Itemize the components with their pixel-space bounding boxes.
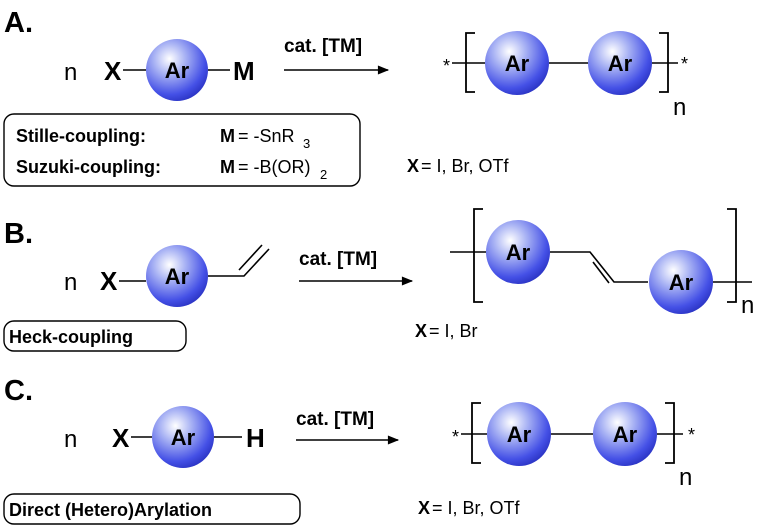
section-a-coupling-box: [3, 113, 361, 187]
section-a-product-ar-1: Ar: [505, 51, 530, 76]
section-a-product-sphere-2: [588, 31, 652, 95]
section-c-xdef-rest: = I, Br, OTf: [432, 498, 521, 518]
section-c-ar-sphere: [152, 406, 214, 468]
section-a-product-ar-2: Ar: [608, 51, 633, 76]
suzuki-sub: 2: [320, 167, 327, 182]
section-b-ar-sphere: [146, 245, 208, 307]
section-a-x: X: [104, 56, 122, 86]
section-b-n: n: [64, 269, 77, 296]
section-c-n: n: [64, 426, 77, 453]
section-b-vinyl-double: [238, 244, 263, 271]
section-c-bracket-right: [665, 402, 675, 464]
section-a-m: M: [233, 56, 255, 86]
direct-arylation-label: Direct (Hetero)Arylation: [9, 500, 212, 520]
section-b-label: B.: [4, 218, 33, 250]
section-c-label: C.: [4, 375, 33, 407]
section-b-product-ar-2: Ar: [669, 270, 694, 295]
section-a-xdef-rest: = I, Br, OTf: [421, 156, 510, 176]
section-b-x: X: [100, 266, 118, 296]
section-b-repeat-n: n: [741, 292, 754, 319]
section-b-heck-box: [3, 320, 187, 352]
stille-m: M: [220, 126, 235, 146]
section-c: C. n X Ar H cat. [TM] * Ar Ar * n Direct…: [3, 375, 695, 525]
section-a-red-star: *: [681, 54, 688, 74]
section-b-vinylene-double: [592, 261, 610, 284]
section-c-ar-label: Ar: [171, 425, 196, 450]
section-b: B. n X Ar cat. [TM] Ar Ar n Heck-couplin…: [3, 208, 754, 352]
section-a-n: n: [64, 59, 77, 86]
section-b-product-sphere-2: [649, 250, 713, 314]
section-c-star: *: [452, 427, 459, 447]
section-c-product-ar-1: Ar: [507, 422, 532, 447]
section-c-red-star: *: [688, 425, 695, 445]
section-c-bracket-left: [471, 402, 481, 464]
section-c-direct-box: [3, 493, 301, 525]
section-c-xdef-x: X: [418, 498, 430, 518]
section-b-xdef-rest: = I, Br: [429, 321, 478, 341]
section-a-bracket-left: [465, 32, 475, 93]
section-a-ar-sphere: [146, 39, 208, 101]
section-b-product-ar-1: Ar: [506, 240, 531, 265]
section-b-catalyst: cat. [TM]: [299, 249, 377, 270]
suzuki-m: M: [220, 157, 235, 177]
section-a-product-sphere-1: [485, 31, 549, 95]
section-b-bracket-left: [473, 208, 483, 303]
section-b-xdef-x: X: [415, 321, 427, 341]
section-a-ar-label: Ar: [165, 58, 190, 83]
section-c-catalyst: cat. [TM]: [296, 409, 374, 430]
section-c-x: X: [112, 423, 130, 453]
section-c-product-sphere-2: [593, 402, 657, 466]
section-a-xdef-x: X: [407, 156, 419, 176]
section-a-repeat-n: n: [673, 94, 686, 121]
stille-label: Stille-coupling:: [16, 126, 146, 146]
heck-label: Heck-coupling: [9, 327, 133, 347]
section-b-vinylene: [550, 251, 648, 283]
section-a-catalyst: cat. [TM]: [284, 36, 362, 57]
section-c-product-sphere-1: [487, 402, 551, 466]
suzuki-eq: = -B(OR): [238, 157, 311, 177]
suzuki-label: Suzuki-coupling:: [16, 157, 161, 177]
section-b-product-sphere-1: [486, 220, 550, 284]
stille-sub: 3: [303, 136, 310, 151]
section-a-bracket-right: [659, 32, 669, 93]
section-a-star: *: [443, 56, 450, 76]
section-b-vinyl: [208, 248, 270, 277]
section-b-ar-label: Ar: [165, 264, 190, 289]
stille-eq: = -SnR: [238, 126, 295, 146]
section-c-product-ar-2: Ar: [613, 422, 638, 447]
section-c-repeat-n: n: [679, 464, 692, 491]
section-c-h: H: [246, 423, 265, 453]
section-b-bracket-right: [727, 208, 737, 303]
section-a-label: A.: [4, 7, 33, 39]
section-a: A. n X Ar M cat. [TM] * Ar Ar * n Stille…: [3, 7, 688, 187]
